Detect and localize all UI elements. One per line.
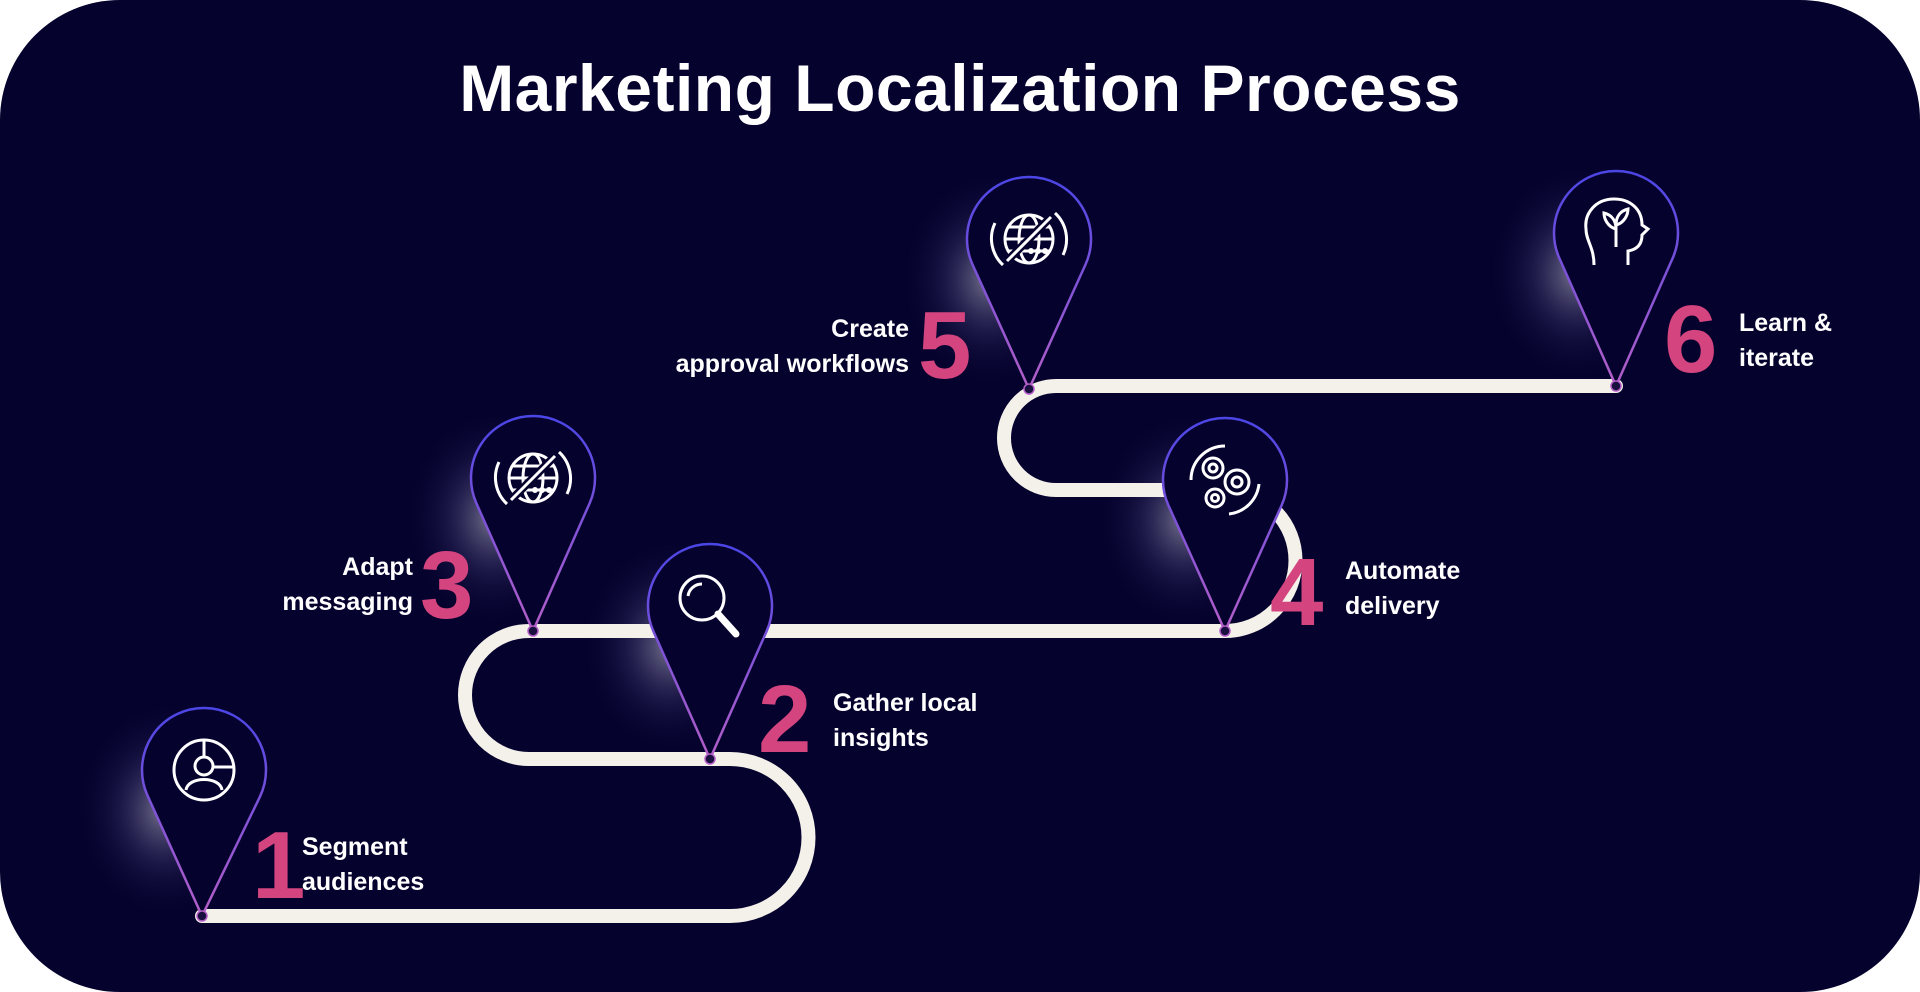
page-title: Marketing Localization Process: [459, 51, 1461, 125]
gears-icon: [1189, 444, 1261, 516]
step-6-label-line: Learn &: [1739, 309, 1833, 337]
step-1-label-line: Segment: [302, 833, 408, 861]
step-3-pin: [469, 414, 597, 637]
globe-chat-icon: [494, 450, 572, 506]
step-2-label-line: insights: [833, 724, 929, 752]
pin-anchor-dot: [1219, 625, 1231, 637]
step-1-pin: [140, 706, 268, 922]
step-4-label-line: delivery: [1345, 592, 1440, 620]
map-pin-shape: [469, 414, 597, 635]
pin-anchor-dot: [527, 625, 539, 637]
pin-anchor-dot: [704, 753, 716, 765]
step-2-pin: [646, 542, 774, 765]
step-1-number: 1: [252, 812, 306, 919]
head-plant-icon: [1584, 197, 1651, 266]
step-5-pin: [965, 175, 1093, 395]
step-6-number: 6: [1664, 286, 1718, 393]
step-6-pin: [1552, 169, 1680, 392]
step-6-label-line: iterate: [1739, 344, 1815, 372]
map-pin-shape: [140, 706, 268, 919]
step-2-label: Gather local insights: [833, 686, 978, 756]
map-pin-shape: [1161, 416, 1289, 635]
pin-anchor-dot: [1610, 380, 1622, 392]
globe-chat-icon: [990, 211, 1068, 267]
step-2-label-line: Gather local: [833, 689, 978, 717]
step-6-label: Learn & iterate: [1739, 306, 1832, 376]
audience-segment-icon: [172, 738, 236, 802]
step-3-label-line: messaging: [282, 588, 413, 616]
step-4-pin: [1161, 416, 1289, 637]
step-5-label: Create approval workflows: [676, 312, 909, 382]
step-3-label-line: Adapt: [342, 553, 413, 581]
map-pin-shape: [965, 175, 1093, 393]
step-4-number: 4: [1270, 539, 1324, 646]
step-4-label-line: Automate: [1345, 557, 1461, 585]
step-5-label-line: Create: [831, 315, 909, 343]
pin-anchor-dot: [1023, 383, 1035, 395]
pin-anchor-dot: [196, 910, 208, 922]
step-3-label: Adapt messaging: [282, 550, 413, 620]
step-2-number: 2: [758, 666, 812, 773]
step-5-number: 5: [918, 292, 972, 399]
step-4-label: Automate delivery: [1345, 554, 1460, 624]
step-1-label-line: audiences: [302, 868, 425, 896]
step-1-label: Segment audiences: [302, 830, 424, 900]
road-path: [195, 379, 1623, 923]
step-3-number: 3: [420, 532, 474, 639]
step-5-label-line: approval workflows: [675, 350, 909, 378]
magnifier-icon: [678, 574, 740, 638]
